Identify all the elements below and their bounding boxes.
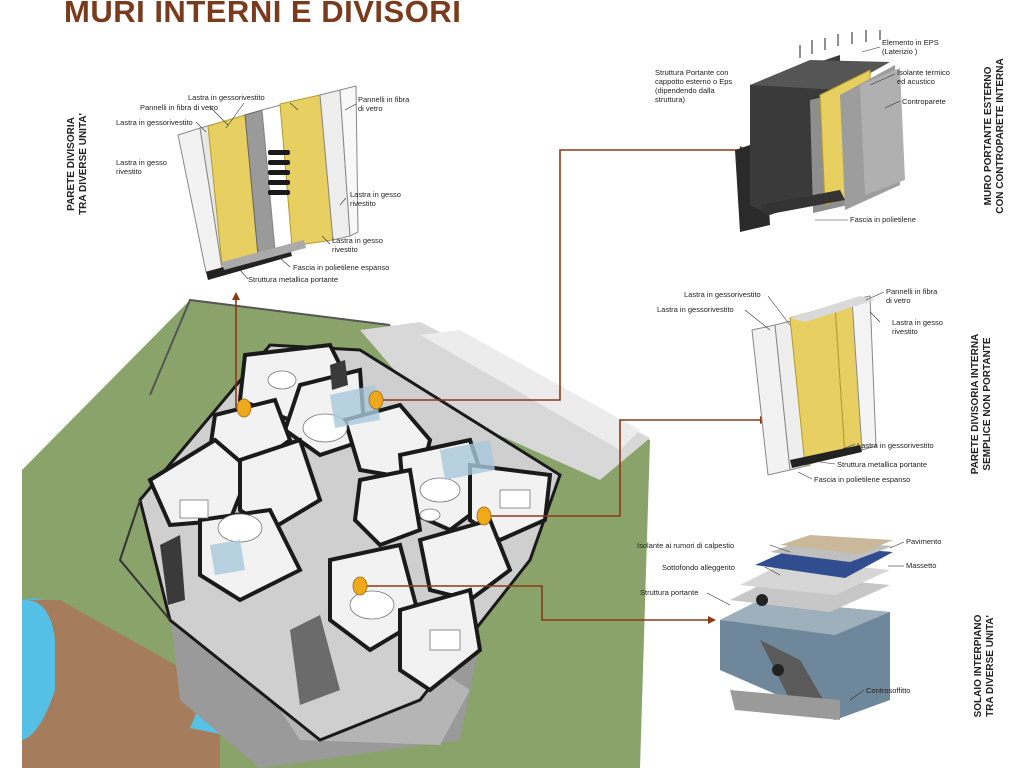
mp-label-2c: (dipendendo dalla	[655, 86, 715, 95]
pi-label-6: Struttura metallica portante	[837, 460, 928, 469]
label-solaio: SOLAIO INTERPIANO TRA DIVERSE UNITA'	[973, 601, 997, 731]
pi-label-3a: Pannelli in fibra	[886, 287, 938, 296]
pi-label-1: Lastra in gessorivestito	[684, 290, 761, 299]
parete-interna-line2: SEMPLICE NON PORTANTE	[982, 337, 993, 471]
page-title: MURI INTERNI E DIVISORI	[64, 0, 462, 29]
label-parete-divisoria: PARETE DIVISORIA TRA DIVERSE UNITA'	[66, 104, 90, 224]
mp-label-5: Fascia in polietilene	[850, 215, 916, 224]
floor-plan	[22, 298, 650, 768]
parete-divisoria-line2: TRA DIVERSE UNITA'	[78, 113, 89, 215]
solaio-detail	[720, 535, 893, 720]
pi-label-7: Fascia in polietilene espanso	[814, 475, 911, 484]
muro-portante-line2: CON CONTROPARETE INTERNA	[995, 58, 1006, 214]
label-parete-interna: PARETE DIVISORIA INTERNA SEMPLICE NON PO…	[970, 324, 994, 484]
pi-label-5: Lastra in gessorivestito	[857, 441, 934, 450]
mp-label-1: Elemento in EPS(Laterizio )	[882, 38, 939, 56]
mp-label-3b: ed acustico	[897, 77, 935, 86]
mp-label-2d: struttura)	[655, 95, 686, 104]
pd-label-1: Lastra in gessorivestito	[188, 93, 265, 102]
parete-divisoria-line1: PARETE DIVISORIA	[66, 117, 77, 211]
terrace	[22, 600, 220, 768]
so-label-6: Controsoffitto	[866, 686, 911, 695]
mp-label-2b: cappotto esterno o Eps	[655, 77, 733, 86]
location-markers	[236, 390, 492, 596]
pd-label-7b: rivestito	[332, 245, 358, 254]
pd-label-6b: rivestito	[350, 199, 376, 208]
parete-interna-detail	[751, 295, 877, 476]
pd-label-9: Struttura metallica portante	[248, 275, 339, 284]
so-label-4: Sottofondo alleggerito	[662, 563, 735, 572]
pi-label-4a: Lastra in gesso	[892, 318, 943, 327]
pd-label-7a: Lastra in gesso	[332, 236, 383, 245]
mp-label-3a: Isolante termico	[897, 68, 950, 77]
pd-label-4b: rivestito	[116, 167, 142, 176]
parete-interna-line1: PARETE DIVISORIA INTERNA	[970, 333, 981, 475]
parete-divisoria-detail	[177, 85, 359, 280]
label-muro-portante: MURO PORTANTE ESTERNO CON CONTROPARETE I…	[983, 56, 1007, 216]
mp-label-4: Controparete	[902, 97, 946, 106]
pd-label-8: Fascia in polietilene espanso	[293, 263, 390, 272]
pd-label-3: Lastra in gessorivestito	[116, 118, 193, 127]
pi-label-3b: di vetro	[886, 296, 911, 305]
muro-portante-line1: MURO PORTANTE ESTERNO	[983, 66, 994, 206]
solaio-line2: TRA DIVERSE UNITA'	[985, 615, 996, 717]
pd-label-2: Pannelli in fibra di vetro	[140, 103, 218, 112]
so-label-2: Isolante ai rumori di calpestio	[637, 541, 735, 550]
mp-label-1b: (Laterizio )	[882, 47, 918, 56]
so-label-3: Massetto	[906, 561, 937, 570]
pi-label-2: Lastra in gessorivestito	[657, 305, 734, 314]
pd-label-4a: Lastra in gesso	[116, 158, 167, 167]
pi-label-4b: rivestito	[892, 327, 918, 336]
pd-label-5a: Pannelli in fibra	[358, 95, 410, 104]
mp-label-2a: Struttura Portante con	[655, 68, 729, 77]
pd-label-6a: Lastra in gesso	[350, 190, 401, 199]
pd-label-5b: di vetro	[358, 104, 383, 113]
mp-label-1a: Elemento in EPS	[882, 38, 939, 47]
so-label-5: Struttura portante	[640, 588, 699, 597]
so-label-1: Pavimento	[906, 537, 942, 546]
muro-portante-detail	[735, 30, 905, 232]
solaio-line1: SOLAIO INTERPIANO	[973, 614, 984, 718]
